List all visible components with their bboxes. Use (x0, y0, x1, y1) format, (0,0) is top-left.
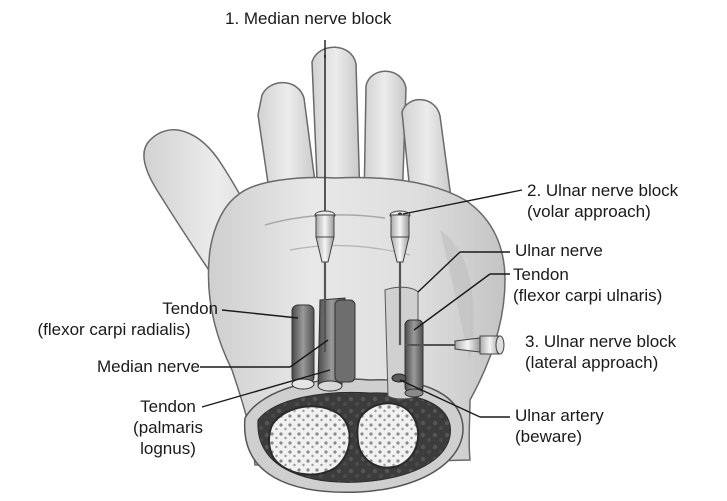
label-ulnar-volar: 2. Ulnar nerve block (volar approach) (527, 180, 678, 222)
label-tendon-fcu-line1: Tendon (513, 264, 662, 285)
label-tendon-pl: Tendon (palmaris lognus) (118, 396, 218, 459)
label-tendon-pl-line3: lognus) (118, 438, 218, 459)
label-tendon-pl-line1: Tendon (118, 396, 218, 417)
label-ulnar-artery-line2: (beware) (515, 426, 604, 447)
wrist-cross-section (245, 379, 463, 492)
label-ulnar-lateral-line2: (lateral approach) (525, 352, 676, 373)
label-tendon-fcu-line2: (flexor carpi ulnaris) (513, 285, 662, 306)
label-tendon-fcr: Tendon (flexor carpi radialis) (8, 298, 220, 340)
label-ulnar-volar-line2: (volar approach) (527, 201, 678, 222)
label-ulnar-artery: Ulnar artery (beware) (515, 405, 604, 447)
ulnar-artery-structure (392, 374, 406, 382)
label-ulnar-artery-line1: Ulnar artery (515, 405, 604, 426)
label-median-nerve: Median nerve (60, 356, 200, 377)
tendon-pl (335, 300, 355, 382)
tendon-fcu (405, 320, 423, 392)
tendon-fcr (292, 305, 314, 383)
label-ulnar-volar-line1: 2. Ulnar nerve block (527, 180, 678, 201)
label-ulnar-lateral: 3. Ulnar nerve block (lateral approach) (525, 331, 676, 373)
label-ulnar-lateral-line1: 3. Ulnar nerve block (525, 331, 676, 352)
label-tendon-pl-line2: (palmaris (118, 417, 218, 438)
label-tendon-fcr-line2: (flexor carpi radialis) (8, 319, 220, 340)
label-median-block: 1. Median nerve block (225, 8, 391, 29)
radius-bone (269, 406, 350, 474)
ulna-bone (357, 403, 418, 467)
label-tendon-fcu: Tendon (flexor carpi ulnaris) (513, 264, 662, 306)
label-tendon-fcr-line1: Tendon (8, 298, 220, 319)
label-ulnar-nerve: Ulnar nerve (515, 240, 603, 261)
